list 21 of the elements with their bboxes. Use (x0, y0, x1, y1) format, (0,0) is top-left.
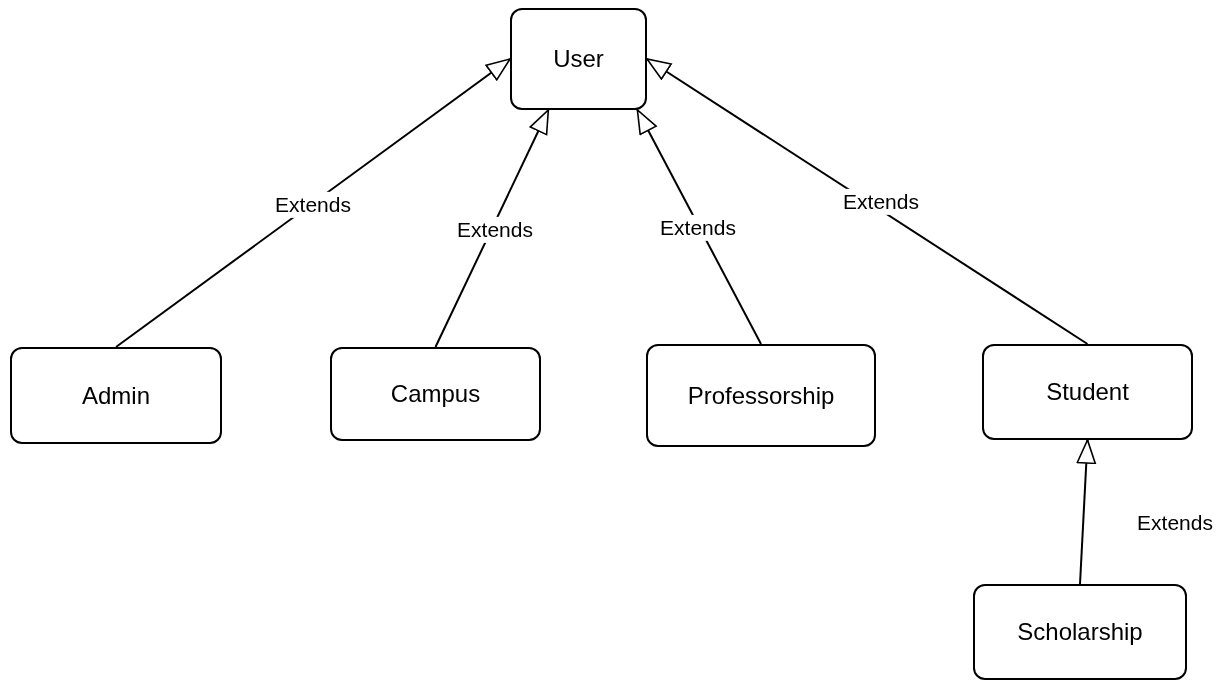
class-name: Admin (82, 380, 150, 411)
class-name: Student (1046, 377, 1129, 407)
class-name: Professorship (687, 380, 835, 411)
class-box (982, 344, 1193, 440)
inheritance-arrow (115, 58, 511, 348)
class-name: Scholarship (1017, 617, 1143, 647)
class-name: User (553, 44, 604, 74)
class-box (973, 584, 1187, 680)
class-name: Campus (390, 379, 481, 409)
inheritance-arrow (636, 109, 762, 345)
inheritance-arrow (646, 58, 1089, 345)
edge-label: Extends (455, 216, 535, 244)
class-box (510, 8, 647, 110)
edge-label: Extends (658, 214, 738, 242)
class-box (646, 344, 876, 447)
inheritance-arrow (1076, 439, 1097, 585)
inheritance-arrow (434, 109, 550, 348)
edge-label: Extends (841, 188, 921, 216)
class-box (330, 347, 541, 441)
class-box (10, 347, 222, 444)
edge-label: Extends (273, 191, 353, 219)
